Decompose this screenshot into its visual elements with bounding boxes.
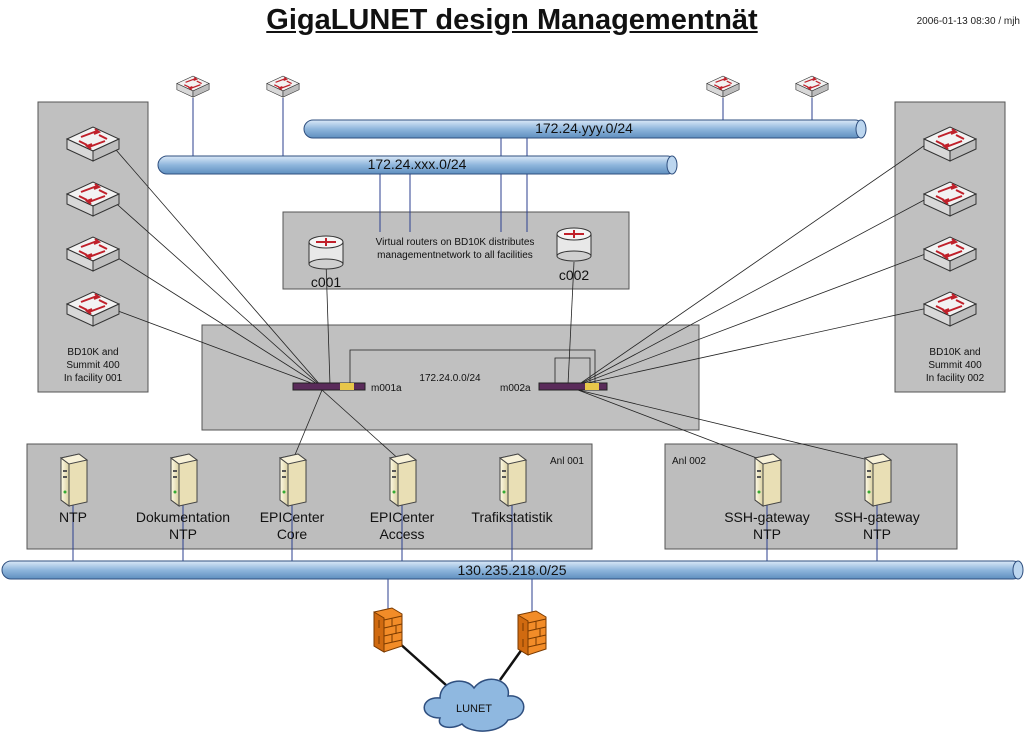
switch-icon — [266, 75, 300, 98]
server-label: SSH-gateway — [724, 509, 810, 525]
server-icon — [863, 453, 893, 507]
switch-icon — [922, 126, 978, 162]
router-label-c002: c002 — [559, 267, 590, 283]
server-label: EPICenter — [260, 509, 325, 525]
switch-icon — [922, 181, 978, 217]
anl-001-label: Anl 001 — [550, 456, 584, 467]
server-label: EPICenter — [370, 509, 435, 525]
switch-label-m001a: m001a — [371, 383, 402, 394]
router-c002-icon — [556, 227, 592, 262]
firewall-icon — [517, 610, 547, 656]
server-label: NTP — [863, 526, 891, 542]
server-label: Access — [379, 526, 424, 542]
server-icon — [388, 453, 418, 507]
firewall-icon — [373, 607, 403, 653]
server-label: NTP — [59, 509, 87, 525]
server-icon — [169, 453, 199, 507]
anl-002-label: Anl 002 — [672, 456, 706, 467]
firewall-links — [397, 641, 527, 686]
switch-icons — [65, 75, 978, 327]
network-pipe-xxx — [157, 155, 678, 175]
facility-002-line2: Summit 400 — [928, 360, 982, 371]
pipe-label-public: 130.235.218.0/25 — [458, 562, 567, 578]
facility-001-line3: In facility 001 — [64, 373, 123, 384]
switch-m001a — [292, 382, 366, 391]
anl-001-box — [26, 443, 593, 550]
server-label: SSH-gateway — [834, 509, 920, 525]
switch-icon — [65, 291, 121, 327]
facility-002-line1: BD10K and — [929, 347, 980, 358]
switch-icon — [65, 181, 121, 217]
switch-icon — [65, 126, 121, 162]
server-label: Dokumentation — [136, 509, 230, 525]
switch-box — [201, 324, 700, 431]
pipe-label-xxx: 172.24.xxx.0/24 — [368, 156, 467, 172]
switch-icon — [176, 75, 210, 98]
switch-icon — [795, 75, 829, 98]
server-icon — [59, 453, 89, 507]
server-label: Trafikstatistik — [471, 509, 553, 525]
switch-icon — [922, 291, 978, 327]
router-c001-icon — [308, 235, 344, 270]
server-icon — [278, 453, 308, 507]
router-caption-line1: Virtual routers on BD10K distributes — [376, 237, 535, 248]
router-label-c001: c001 — [311, 274, 342, 290]
pipe-label-yyy: 172.24.yyy.0/24 — [535, 120, 633, 136]
diagram-title: GigaLUNET design Managementnät — [266, 4, 758, 36]
server-icon — [498, 453, 528, 507]
anl-002-box — [664, 443, 958, 550]
switch-icon — [65, 236, 121, 272]
cloud-icon — [423, 678, 525, 732]
server-icon — [753, 453, 783, 507]
mgmt-network-label: 172.24.0.0/24 — [419, 373, 481, 384]
switch-icon — [706, 75, 740, 98]
server-icons — [59, 453, 893, 507]
facility-001-line1: BD10K and — [67, 347, 118, 358]
network-pipe-public — [1, 560, 1024, 580]
switch-icon — [922, 236, 978, 272]
firewall-icons — [373, 607, 547, 656]
switch-m002a — [538, 382, 608, 391]
server-label: NTP — [169, 526, 197, 542]
date-stamp: 2006-01-13 08:30 / mjh — [916, 16, 1020, 27]
server-label: NTP — [753, 526, 781, 542]
cloud-label: LUNET — [456, 703, 492, 715]
network-pipe-yyy — [303, 119, 867, 139]
switch-label-m002a: m002a — [500, 383, 531, 394]
facility-001-line2: Summit 400 — [66, 360, 120, 371]
uplink-lines — [109, 142, 929, 463]
router-caption-line2: managementnetwork to all facilities — [377, 250, 533, 261]
facility-002-line3: In facility 002 — [926, 373, 985, 384]
server-label: Core — [277, 526, 308, 542]
